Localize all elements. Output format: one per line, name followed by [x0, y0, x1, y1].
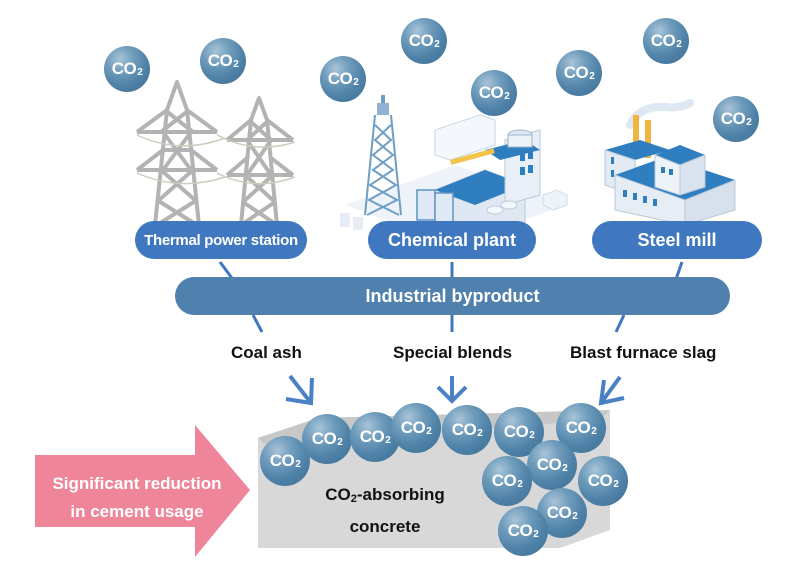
industrial-byproduct-bar: Industrial byproduct — [175, 277, 730, 315]
concrete-label-co: CO — [325, 485, 351, 504]
concrete-label-sub: 2 — [350, 493, 357, 505]
concrete-label-suffix: -absorbing — [356, 485, 445, 504]
source-chemical-plant: Chemical plant — [368, 221, 536, 259]
source-steel-mill: Steel mill — [592, 221, 762, 259]
connector-hub-to-slag — [614, 314, 626, 333]
benefit-arrow — [35, 425, 250, 557]
arrow-coal-ash — [285, 374, 314, 406]
concrete-label: CO2-absorbing concrete — [300, 480, 470, 542]
byproduct-blast-furnace-slag: Blast furnace slag — [570, 343, 717, 362]
arrow-special-blends — [436, 376, 468, 404]
hub-label: Industrial byproduct — [365, 285, 540, 306]
source-label: Steel mill — [637, 229, 717, 250]
source-thermal-power-station: Thermal power station — [135, 221, 307, 259]
concrete-label-line-2: concrete — [349, 517, 421, 536]
arrow-slag — [598, 375, 625, 406]
power-pylon-icon — [135, 80, 296, 227]
chemical-plant-icon — [340, 95, 568, 230]
byproduct-coal-ash: Coal ash — [231, 343, 302, 362]
byproduct-special-blends: Special blends — [393, 343, 513, 362]
source-label: Chemical plant — [387, 229, 517, 250]
benefit-text: Significant reduction in cement usage — [32, 470, 242, 526]
source-label: Thermal power station — [144, 231, 298, 249]
benefit-line-2: in cement usage — [70, 502, 204, 521]
steel-mill-icon — [604, 99, 736, 225]
benefit-line-1: Significant reduction — [52, 474, 222, 493]
connector-hub-to-coal-ash — [251, 314, 264, 333]
